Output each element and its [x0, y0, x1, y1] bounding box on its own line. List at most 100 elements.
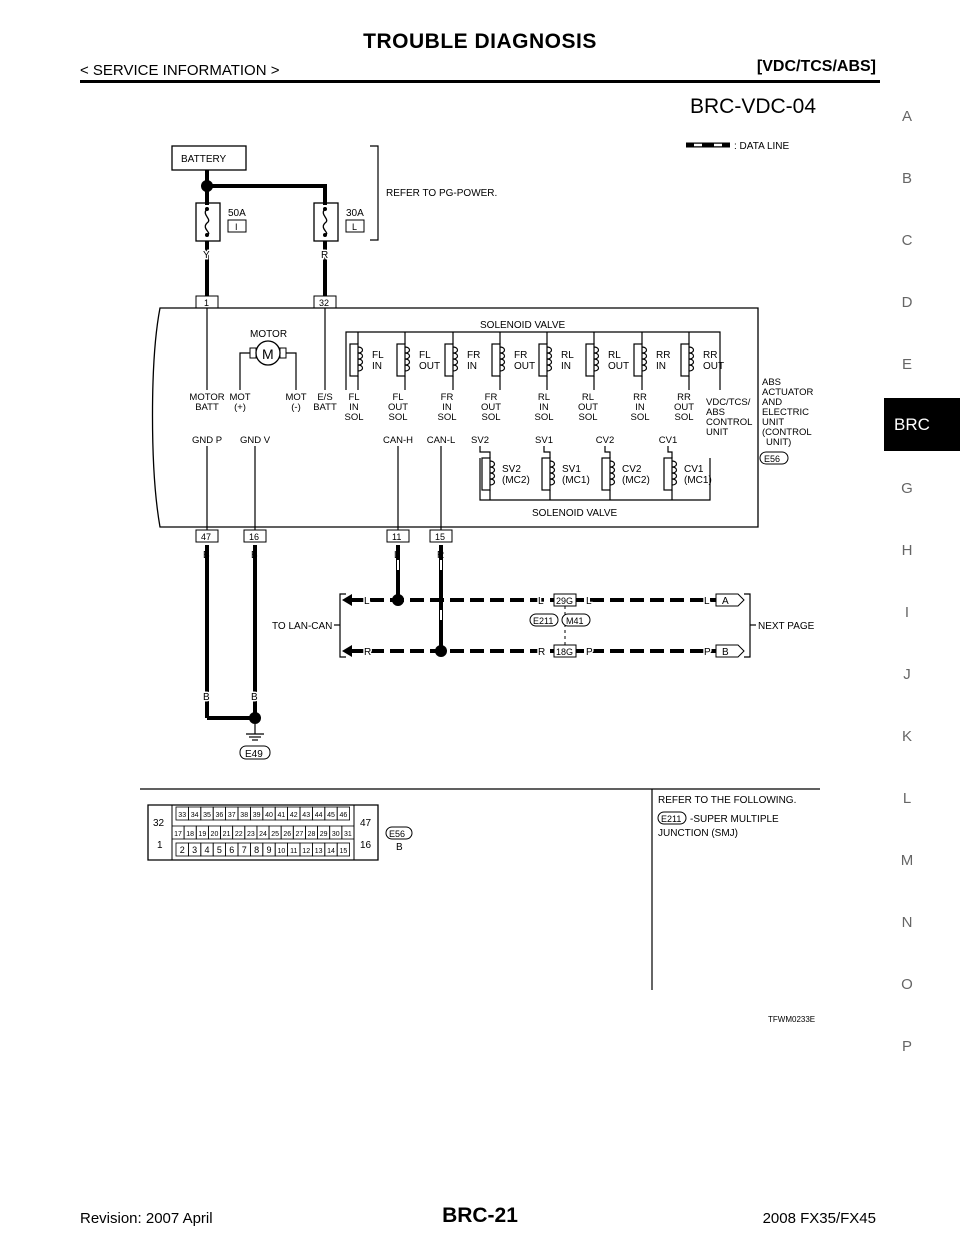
face-pin: 24	[259, 831, 267, 838]
terminal-label: (-)	[291, 402, 301, 413]
face-pin: 3	[192, 845, 197, 855]
actuator-label-line: UNIT	[762, 417, 784, 428]
face-pin: 36	[216, 812, 224, 819]
face-pin: 44	[315, 812, 323, 819]
face-pin: 18	[186, 831, 194, 838]
side-index-letter: K	[901, 728, 912, 745]
can-r-right: P	[704, 647, 711, 658]
valve-label: IN	[656, 361, 666, 372]
pin-bottom: 16	[249, 532, 259, 542]
smj-connector: E211	[661, 814, 681, 824]
valve-label: RL	[608, 350, 621, 361]
terminal-label-bottom: SV2	[471, 435, 489, 446]
to-lan-can: TO LAN-CAN	[272, 621, 332, 632]
pin-bottom: 11	[392, 532, 401, 542]
smj-text1: -SUPER MULTIPLE	[690, 814, 779, 825]
face-pin: 31	[344, 831, 352, 838]
face-left-bot: 1	[157, 840, 163, 851]
face-right-top: 47	[360, 818, 372, 829]
face-pin: 21	[223, 831, 231, 838]
side-index-letter: N	[901, 914, 913, 931]
motor-label: MOTOR	[250, 329, 287, 340]
unit-label-line: UNIT	[706, 427, 728, 438]
face-pin: 2	[180, 845, 185, 855]
terminal-label: RL	[582, 392, 594, 403]
can-vertical	[396, 545, 443, 648]
face-color: B	[396, 842, 403, 853]
terminal-label: FR	[485, 392, 498, 403]
face-pin: 46	[340, 812, 348, 819]
valve-label: OUT	[419, 361, 440, 372]
page-title: TROUBLE DIAGNOSIS	[363, 30, 597, 53]
face-pin: 22	[235, 831, 243, 838]
lower-valve-label: (MC1)	[562, 475, 590, 486]
terminal-label: MOTOR	[189, 392, 224, 403]
valve-label: OUT	[703, 361, 724, 372]
terminal-label: FR	[441, 392, 454, 403]
valve-label: RR	[703, 350, 717, 361]
terminal-label: RL	[538, 392, 550, 403]
face-pin: 13	[315, 848, 323, 855]
refer-pg-power: REFER TO PG-POWER.	[386, 188, 497, 199]
joint-e211: E211	[533, 616, 553, 626]
can-r-left: R	[364, 647, 371, 658]
can-l-mid: L	[538, 596, 544, 607]
face-pin: 17	[174, 831, 182, 838]
can-l-after: L	[586, 596, 592, 607]
terminal-label: SOL	[344, 412, 363, 423]
terminal-label: E/S	[317, 392, 332, 403]
fuse2-id: L	[352, 222, 357, 232]
terminal-label: OUT	[388, 402, 408, 413]
face-pin: 33	[178, 812, 186, 819]
face-pin: 7	[242, 845, 247, 855]
terminal-label: (+)	[234, 402, 246, 413]
valve-label: FL	[419, 350, 431, 361]
side-index-letter: P	[901, 1038, 912, 1055]
can-l-right: L	[704, 596, 710, 607]
face-pin: 42	[290, 812, 298, 819]
can-h-wire: L	[394, 550, 400, 561]
lower-valve-label: (MC2)	[502, 475, 530, 486]
fuse1-id: I	[235, 222, 238, 232]
terminal-label: OUT	[674, 402, 694, 413]
face-pin: 20	[211, 831, 219, 838]
terminal-label-bottom: CV1	[659, 435, 677, 446]
page-number: BRC-21	[442, 1204, 518, 1227]
lower-valve-label: CV1	[684, 464, 704, 475]
fuse1-rating: 50A	[228, 208, 246, 219]
actuator-label-line: ACTUATOR	[762, 387, 814, 398]
actuator-label-line: ELECTRIC	[762, 407, 809, 418]
side-index-letter: L	[902, 790, 912, 807]
lower-valve-label: SV2	[502, 464, 521, 475]
unit-connector-id: E56	[764, 454, 780, 464]
revision: Revision: 2007 April	[80, 1210, 213, 1227]
face-pin: 41	[278, 812, 286, 819]
terminal-label-bottom: CAN-L	[427, 435, 456, 446]
lower-valve-label: SV1	[562, 464, 581, 475]
face-right-bot: 16	[360, 840, 372, 851]
face-pin: 38	[240, 812, 248, 819]
data-line-legend: : DATA LINE	[686, 141, 790, 152]
system-label: [VDC/TCS/ABS]	[756, 58, 876, 75]
fuse-50a: 50A I	[195, 202, 247, 242]
side-index-letter: M	[900, 852, 914, 869]
can-l-left: L	[364, 596, 370, 607]
face-pin: 29	[320, 831, 328, 838]
next-page: NEXT PAGE	[758, 621, 815, 632]
pin-bottom: 15	[435, 532, 445, 542]
side-index-letter: B	[901, 170, 912, 187]
actuator-label-line: AND	[762, 397, 782, 408]
terminal-label: IN	[539, 402, 549, 413]
smj-text2: JUNCTION (SMJ)	[658, 828, 738, 839]
pin-bottom: 47	[201, 532, 211, 542]
terminal-label: IN	[635, 402, 645, 413]
can-r-line	[342, 645, 735, 657]
face-pin: 28	[308, 831, 316, 838]
ground-wire-1: B	[203, 692, 210, 703]
valve-label: FR	[467, 350, 480, 361]
face-pin: 45	[327, 812, 335, 819]
header-rule	[80, 80, 880, 83]
actuator-label-line: ABS	[762, 377, 781, 388]
solenoid-valve-bottom: SOLENOID VALVE	[532, 508, 618, 519]
legend-label: : DATA LINE	[734, 141, 790, 152]
